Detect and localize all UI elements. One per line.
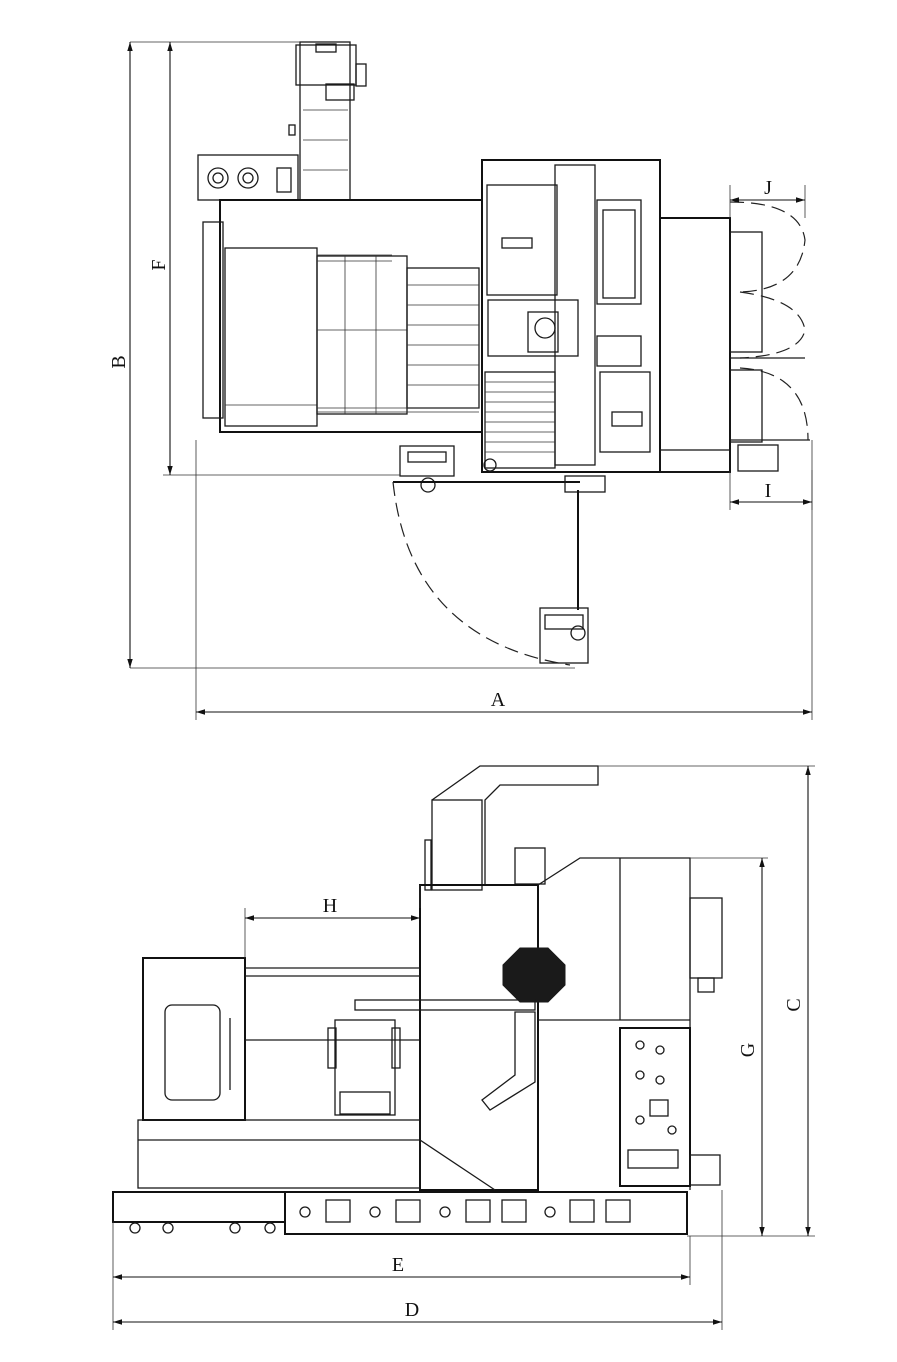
front-view: H C G E D [112,765,815,1330]
spindle-head-octagon [502,947,566,1003]
column-body [419,857,723,1191]
door-swing-arc-lower [739,291,806,359]
dim-label-H: H [323,895,337,917]
chip-conveyor [288,41,367,201]
top-view: B F A J I [108,41,813,720]
door-swing-arc-3 [739,367,809,441]
electrical-panel [619,1027,721,1187]
electrical-cabinet-top [659,217,779,473]
operator-pendant [393,445,606,664]
top-cover [424,765,599,891]
dim-label-E: E [392,1254,404,1276]
dim-label-J: J [764,177,772,199]
pendant-swing-arc [392,481,571,666]
machine-enclosure-left [202,199,483,433]
machine-base [112,1191,688,1235]
dim-label-I: I [765,480,772,502]
coolant-tank [197,154,299,201]
dim-label-D: D [405,1299,419,1321]
dim-label-F: F [148,259,170,270]
dim-label-A: A [491,689,506,711]
dim-label-B: B [108,355,130,368]
machine-column [481,159,661,473]
dim-label-G: G [737,1043,759,1057]
work-enclosure [137,957,496,1191]
dim-label-C: C [783,998,805,1011]
spindle-arm [327,999,536,1116]
door-swing-arc-upper [729,201,806,293]
